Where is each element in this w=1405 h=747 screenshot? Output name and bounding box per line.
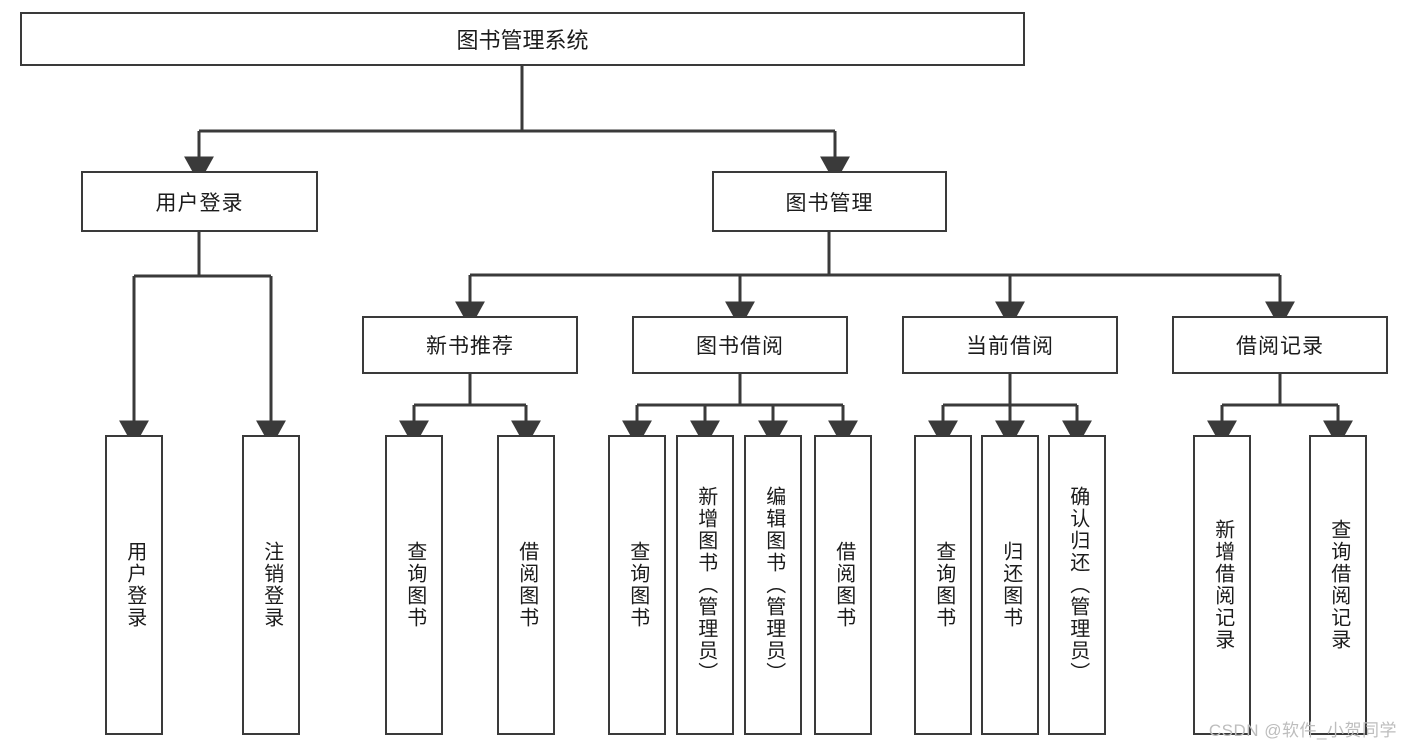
leaf-borrow-query-book[interactable]: 查询图书 [608,435,666,735]
leaf-label: 归还图书 [999,541,1022,629]
watermark: CSDN @软件_小贺同学 [1208,721,1397,740]
node-label: 图书借阅 [696,335,784,358]
node-borrow-record[interactable]: 借阅记录 [1172,316,1388,374]
node-root-book-management-system[interactable]: 图书管理系统 [20,12,1025,66]
leaf-current-return-book[interactable]: 归还图书 [981,435,1039,735]
node-label: 当前借阅 [966,335,1054,358]
leaf-label: 查询借阅记录 [1327,519,1350,651]
node-new-book-recommend[interactable]: 新书推荐 [362,316,578,374]
leaf-label: 查询图书 [932,541,955,629]
node-current-borrow[interactable]: 当前借阅 [902,316,1118,374]
leaf-label: 查询图书 [403,541,426,629]
leaf-new-book-borrow[interactable]: 借阅图书 [497,435,555,735]
node-label: 新书推荐 [426,335,514,358]
leaf-label: 查询图书 [626,541,649,629]
leaf-user-login-login[interactable]: 用户登录 [105,435,163,735]
leaf-borrow-edit-book-admin[interactable]: 编辑图书（管理员） [744,435,802,735]
leaf-label: 确认归还（管理员） [1066,486,1089,684]
leaf-borrow-add-book-admin[interactable]: 新增图书（管理员） [676,435,734,735]
node-label: 用户登录 [155,191,244,215]
leaf-label: 编辑图书（管理员） [762,486,785,684]
leaf-label: 借阅图书 [832,541,855,629]
node-user-login[interactable]: 用户登录 [81,171,318,232]
leaf-label: 用户登录 [123,541,146,629]
leaf-user-login-logout[interactable]: 注销登录 [242,435,300,735]
leaf-current-query-book[interactable]: 查询图书 [914,435,972,735]
leaf-label: 注销登录 [260,541,283,629]
node-label: 借阅记录 [1236,335,1324,358]
leaf-record-query-borrow-record[interactable]: 查询借阅记录 [1309,435,1367,735]
node-label: 图书管理 [785,191,874,215]
node-book-management[interactable]: 图书管理 [712,171,947,232]
node-book-borrow[interactable]: 图书借阅 [632,316,848,374]
leaf-label: 新增图书（管理员） [694,486,717,684]
leaf-new-book-query[interactable]: 查询图书 [385,435,443,735]
leaf-label: 新增借阅记录 [1211,519,1234,651]
leaf-label: 借阅图书 [515,541,538,629]
leaf-borrow-borrow-book[interactable]: 借阅图书 [814,435,872,735]
leaf-current-confirm-return-admin[interactable]: 确认归还（管理员） [1048,435,1106,735]
node-label: 图书管理系统 [456,28,589,53]
leaf-record-add-borrow-record[interactable]: 新增借阅记录 [1193,435,1251,735]
